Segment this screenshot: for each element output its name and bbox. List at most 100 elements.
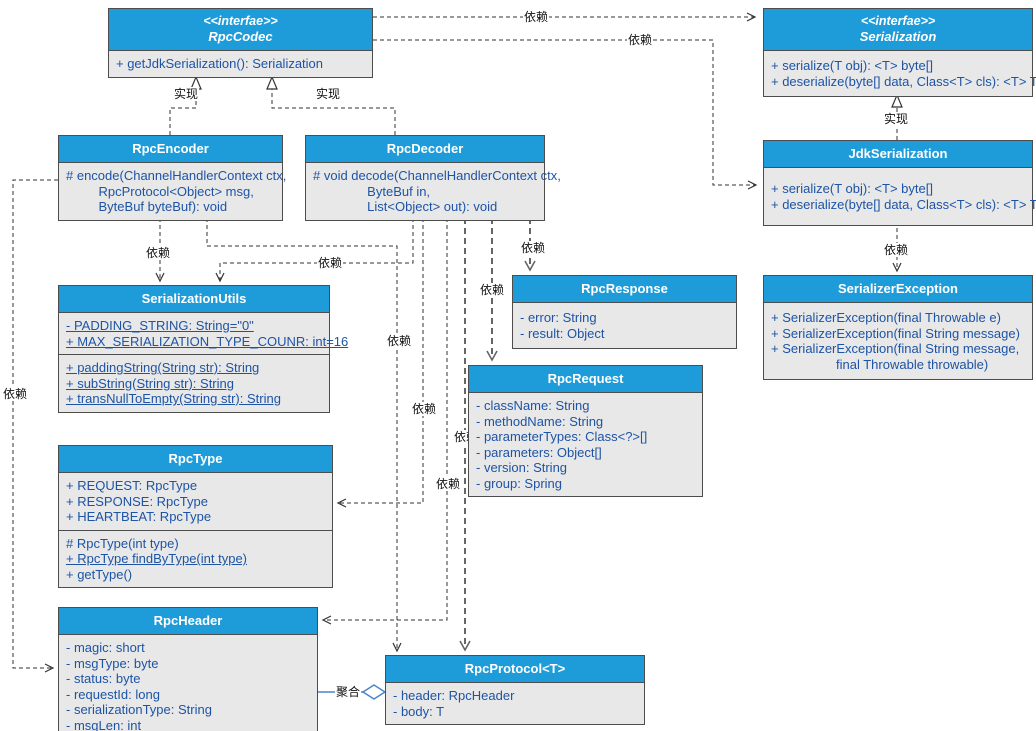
aggregation-diamond <box>361 684 387 700</box>
edge-label: 依赖 <box>478 283 506 297</box>
member-line: - body: T <box>393 703 445 719</box>
class-stereotype: <<interfae>> <box>860 14 936 28</box>
class-serialization-utils: SerializationUtils - PADDING_STRING: Str… <box>58 285 349 413</box>
member-line: - methodName: String <box>476 413 604 429</box>
class-members: - header: RpcHeader- body: T <box>386 683 644 724</box>
edge-rpcencoder-rpcheader-dependency <box>12 179 58 673</box>
member-line: + SerializerException(final String messa… <box>771 341 1020 356</box>
class-title: RpcRequest <box>469 366 702 393</box>
member-line: - requestId: long <box>66 686 160 702</box>
class-rpc-type: RpcType + REQUEST: RpcType+ RESPONSE: Rp… <box>58 445 333 588</box>
class-rpc-encoder: RpcEncoder # encode(ChannelHandlerContex… <box>58 135 287 221</box>
edge-label: 依赖 <box>626 33 654 47</box>
member-line: - result: Object <box>520 325 605 341</box>
member-line: + RESPONSE: RpcType <box>66 493 208 509</box>
class-rpc-codec: <<interfae>> RpcCodec + getJdkSerializat… <box>108 8 373 78</box>
class-name: RpcProtocol<T> <box>464 661 566 676</box>
class-members: # encode(ChannelHandlerContext ctx, RpcP… <box>59 163 287 220</box>
member-line: - error: String <box>520 310 597 325</box>
member-line: + getType() <box>66 566 133 582</box>
member-line: + serialize(T obj): <T> byte[] <box>771 58 933 73</box>
class-rpc-decoder: RpcDecoder # void decode(ChannelHandlerC… <box>305 135 561 221</box>
edge-rpcencoder-rpccodec-realization <box>169 75 202 135</box>
class-name: RpcCodec <box>208 29 273 44</box>
member-line: + serialize(T obj): <T> byte[] <box>771 181 933 196</box>
edge-rpcdecoder-rpcheader-dependency <box>321 218 448 625</box>
class-title: <<interfae>> RpcCodec <box>109 9 372 51</box>
edge-label: 依赖 <box>410 402 438 416</box>
edge-label: 依赖 <box>522 10 550 24</box>
class-members: + getJdkSerialization(): Serialization <box>109 51 372 77</box>
class-name: Serialization <box>859 29 937 44</box>
class-members: + serialize(T obj): <T> byte[]+ deserial… <box>764 168 1036 225</box>
class-name: RpcResponse <box>581 281 668 296</box>
edge-label: 依赖 <box>519 241 547 255</box>
edge-label: 聚合 <box>334 685 362 699</box>
edge-label: 依赖 <box>144 246 172 260</box>
class-rpc-protocol: RpcProtocol<T> - header: RpcHeader- body… <box>385 655 645 725</box>
member-line: - serializationType: String <box>66 702 212 717</box>
member-line: + paddingString(String str): String <box>66 360 260 375</box>
member-line: - className: String <box>476 398 590 413</box>
class-title: RpcType <box>59 446 332 473</box>
edge-rpcdecoder-rpctype-dependency <box>336 218 424 508</box>
member-line: - msgLen: int <box>66 717 142 731</box>
class-members: + serialize(T obj): <T> byte[]+ deserial… <box>764 51 1036 96</box>
class-title: SerializerException <box>764 276 1032 303</box>
member-line: RpcProtocol<Object> msg, <box>66 183 254 199</box>
class-title: RpcEncoder <box>59 136 282 163</box>
class-rpc-header: RpcHeader - magic: short- msgType: byte-… <box>58 607 318 731</box>
edge-label: 依赖 <box>434 477 462 491</box>
class-jdk-serialization: JdkSerialization + serialize(T obj): <T>… <box>763 140 1036 226</box>
class-title: RpcHeader <box>59 608 317 635</box>
edge-label: 依赖 <box>1 387 29 401</box>
member-line: + RpcType findByType(int type) <box>66 551 248 566</box>
class-members: - className: String- methodName: String -… <box>469 393 702 496</box>
class-title: RpcDecoder <box>306 136 544 163</box>
class-title: <<interfae>> Serialization <box>764 9 1032 51</box>
class-serialization: <<interfae>> Serialization + serialize(T… <box>763 8 1036 97</box>
member-line: # void decode(ChannelHandlerContext ctx, <box>313 168 561 183</box>
edge-rpcdecoder-serializationutils-dependency <box>215 218 414 283</box>
class-name: RpcType <box>168 451 223 466</box>
member-line: + SerializerException(final String messa… <box>771 325 1020 341</box>
class-title: RpcResponse <box>513 276 736 303</box>
member-line: - magic: short <box>66 640 145 655</box>
member-line: - status: byte <box>66 671 141 686</box>
class-name: RpcHeader <box>153 613 223 628</box>
member-line: + getJdkSerialization(): Serialization <box>116 56 324 71</box>
class-methods: + paddingString(String str): String+ sub… <box>59 354 329 412</box>
class-members: - error: String- result: Object <box>513 303 736 348</box>
class-rpc-request: RpcRequest - className: String- methodNa… <box>468 365 703 497</box>
edge-rpcdecoder-rpccodec-realization <box>266 75 396 135</box>
class-name: RpcRequest <box>547 371 624 386</box>
member-line: + MAX_SERIALIZATION_TYPE_COUNR: int=16 <box>66 333 349 349</box>
member-line: # encode(ChannelHandlerContext ctx, <box>66 168 287 183</box>
member-line: - version: String <box>476 460 568 475</box>
class-serializer-exception: SerializerException + SerializerExceptio… <box>763 275 1033 380</box>
class-methods: # RpcType(int type)+ RpcType findByType(… <box>59 529 332 588</box>
member-line: + REQUEST: RpcType <box>66 478 198 493</box>
class-name: SerializationUtils <box>141 291 247 306</box>
class-stereotype: <<interfae>> <box>203 14 278 28</box>
edge-label: 实现 <box>314 87 342 101</box>
class-name: SerializerException <box>838 281 958 296</box>
class-members: # void decode(ChannelHandlerContext ctx,… <box>306 163 561 220</box>
class-fields: - PADDING_STRING: String="0"+ MAX_SERIAL… <box>59 313 349 354</box>
edge-label: 依赖 <box>316 256 344 270</box>
member-line: - msgType: byte <box>66 655 159 671</box>
class-title: RpcProtocol<T> <box>386 656 644 683</box>
member-line: final Throwable throwable) <box>771 356 989 372</box>
member-line: ByteBuf byteBuf): void <box>66 199 228 214</box>
member-line: + deserialize(byte[] data, Class<T> cls)… <box>771 196 1036 212</box>
member-line: + subString(String str): String <box>66 375 234 391</box>
member-line: - PADDING_STRING: String="0" <box>66 318 254 333</box>
member-line: + transNullToEmpty(String str): String <box>66 391 281 406</box>
class-name: RpcEncoder <box>132 141 209 156</box>
class-name: RpcDecoder <box>386 141 464 156</box>
edge-label: 依赖 <box>882 243 910 257</box>
class-fields: + REQUEST: RpcType+ RESPONSE: RpcType+ H… <box>59 473 332 530</box>
edge-label: 实现 <box>172 87 200 101</box>
class-name: JdkSerialization <box>848 146 948 161</box>
